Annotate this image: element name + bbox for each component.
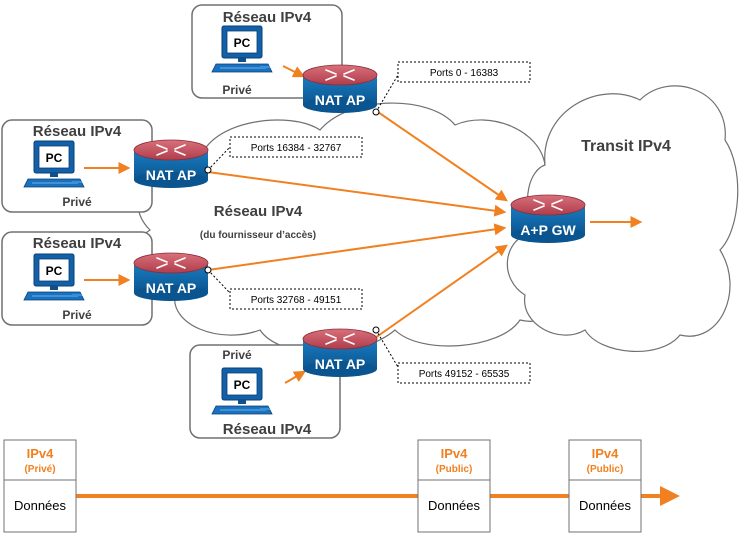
arrow-nat-bottom-to-gw bbox=[374, 244, 508, 339]
packet-public-2: IPv4 (Public) Données bbox=[568, 439, 642, 533]
pc-label: PC bbox=[234, 36, 251, 50]
packet-private: IPv4 (Privé) Données bbox=[3, 439, 77, 533]
network-title: Réseau IPv4 bbox=[33, 123, 122, 140]
arrow-nat-top-to-gw bbox=[374, 109, 508, 202]
router-label: NAT AP bbox=[315, 356, 366, 372]
router-label: NAT AP bbox=[146, 167, 197, 183]
pc-icon: PC bbox=[211, 367, 273, 415]
packet-scope: (Privé) bbox=[24, 464, 55, 475]
isp-network-title: Réseau IPv4 bbox=[214, 203, 303, 220]
packet-payload: Données bbox=[428, 498, 481, 513]
port-range-label: Ports 49152 - 65535 bbox=[419, 369, 510, 380]
network-title: Réseau IPv4 bbox=[33, 235, 122, 252]
isp-network-subtitle: (du fournisseur d’accès) bbox=[200, 230, 316, 241]
router-label: NAT AP bbox=[315, 92, 366, 108]
packet-scope: (Public) bbox=[436, 464, 473, 475]
router-icon-nat-left2: NAT AP bbox=[133, 252, 209, 302]
packet-header: IPv4 bbox=[441, 446, 469, 461]
packet-payload: Données bbox=[14, 498, 67, 513]
private-label: Privé bbox=[62, 308, 92, 322]
arrow-nat-left1-to-gw bbox=[207, 171, 507, 217]
pc-label: PC bbox=[46, 151, 63, 165]
router-icon-gateway: A+P GW bbox=[510, 194, 586, 244]
network-title: Réseau IPv4 bbox=[223, 421, 312, 438]
private-label: Privé bbox=[222, 83, 252, 97]
pc-icon: PC bbox=[211, 25, 273, 73]
router-icon-nat-top: NAT AP bbox=[302, 64, 378, 114]
packet-payload: Données bbox=[579, 498, 632, 513]
packet-scope: (Public) bbox=[587, 464, 624, 475]
pc-label: PC bbox=[234, 378, 251, 392]
port-range-label: Ports 32768 - 49151 bbox=[251, 295, 342, 306]
transit-cloud bbox=[506, 85, 739, 352]
flow-arrows bbox=[84, 65, 643, 384]
arrow-pc-bottom-to-nat bbox=[284, 370, 307, 384]
private-label: Privé bbox=[222, 348, 252, 362]
network-title: Réseau IPv4 bbox=[223, 9, 312, 26]
arrow-pc-top-to-nat bbox=[282, 65, 306, 78]
pc-label: PC bbox=[46, 264, 63, 278]
port-range-label: Ports 16384 - 32767 bbox=[251, 143, 342, 154]
network-box-left1: Réseau IPv4 Privé bbox=[1, 119, 153, 213]
router-label: NAT AP bbox=[146, 280, 197, 296]
port-range-label: Ports 0 - 16383 bbox=[430, 68, 499, 79]
router-icon-nat-bottom: NAT AP bbox=[302, 328, 378, 378]
router-icon-nat-left1: NAT AP bbox=[133, 139, 209, 189]
private-label: Privé bbox=[62, 195, 92, 209]
router-label: A+P GW bbox=[520, 222, 576, 238]
packet-public-1: IPv4 (Public) Données bbox=[417, 439, 491, 533]
network-box-left2: Réseau IPv4 Privé bbox=[1, 231, 153, 326]
port-callouts bbox=[204, 61, 531, 384]
transit-label: Transit IPv4 bbox=[581, 138, 671, 155]
pc-icon: PC bbox=[23, 140, 85, 188]
packet-header: IPv4 bbox=[27, 446, 55, 461]
pc-icon: PC bbox=[23, 253, 85, 301]
packet-header: IPv4 bbox=[592, 446, 620, 461]
arrow-nat-left2-to-gw bbox=[207, 223, 507, 271]
